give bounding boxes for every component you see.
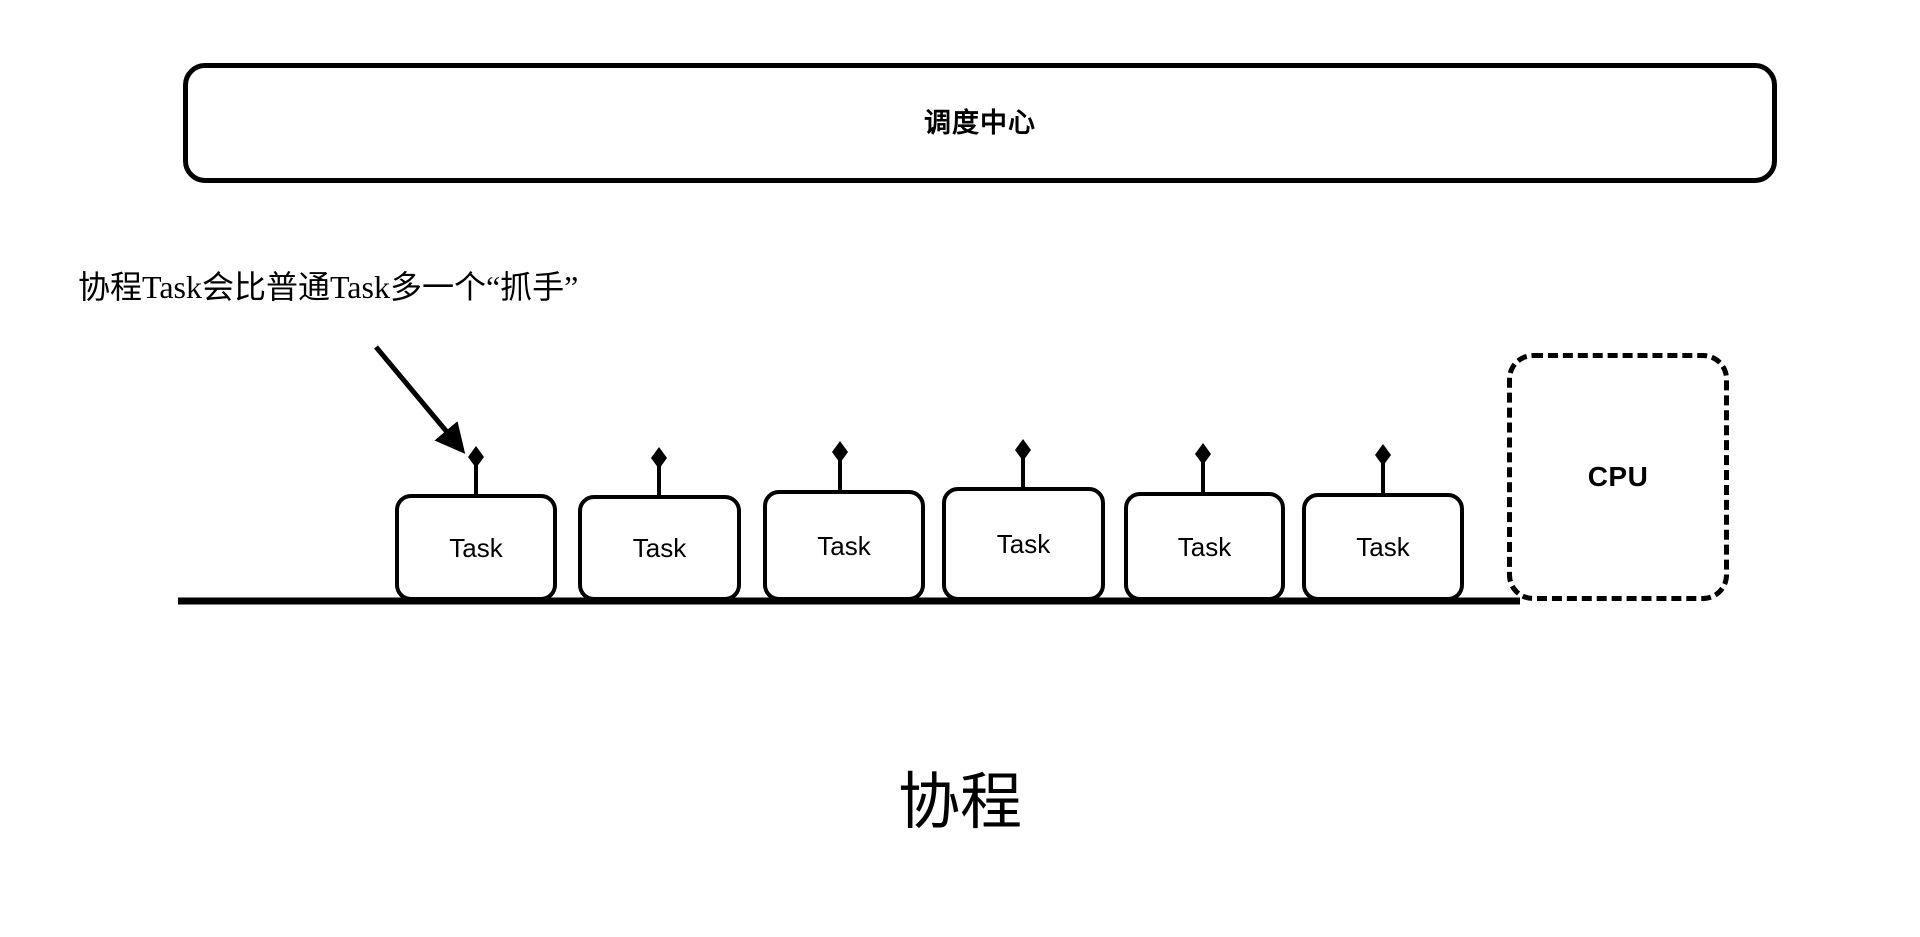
task-box-4[interactable]: Task — [942, 487, 1105, 601]
task-handle-5 — [1195, 443, 1211, 494]
task-handle-1 — [468, 446, 484, 496]
task-handle-3 — [832, 441, 848, 492]
task-handle-6 — [1375, 444, 1391, 495]
annotation-text: 协程Task会比普通Task多一个“抓手” — [78, 269, 579, 305]
task-box-2[interactable]: Task — [578, 495, 741, 601]
scheduler-box[interactable]: 调度中心 — [183, 63, 1777, 183]
task-label-5: Task — [1177, 531, 1232, 562]
task-label-3: Task — [817, 530, 871, 561]
cpu-box[interactable]: CPU — [1507, 353, 1729, 601]
task-handle-4 — [1015, 439, 1031, 489]
task-label-6: Task — [1356, 532, 1410, 562]
scheduler-label: 调度中心 — [924, 107, 1036, 138]
cpu-label: CPU — [1587, 461, 1649, 492]
task-box-6[interactable]: Task — [1302, 493, 1464, 601]
task-handle-2 — [651, 447, 667, 497]
task-label-2: Task — [632, 533, 687, 563]
diagram-caption: 协程 — [897, 769, 1022, 837]
task-box-5[interactable]: Task — [1124, 492, 1285, 601]
task-label-1: Task — [449, 532, 503, 563]
annotation-arrow — [374, 345, 466, 454]
task-box-1[interactable]: Task — [395, 494, 557, 601]
task-box-3[interactable]: Task — [763, 490, 925, 601]
task-label-4: Task — [996, 529, 1051, 559]
